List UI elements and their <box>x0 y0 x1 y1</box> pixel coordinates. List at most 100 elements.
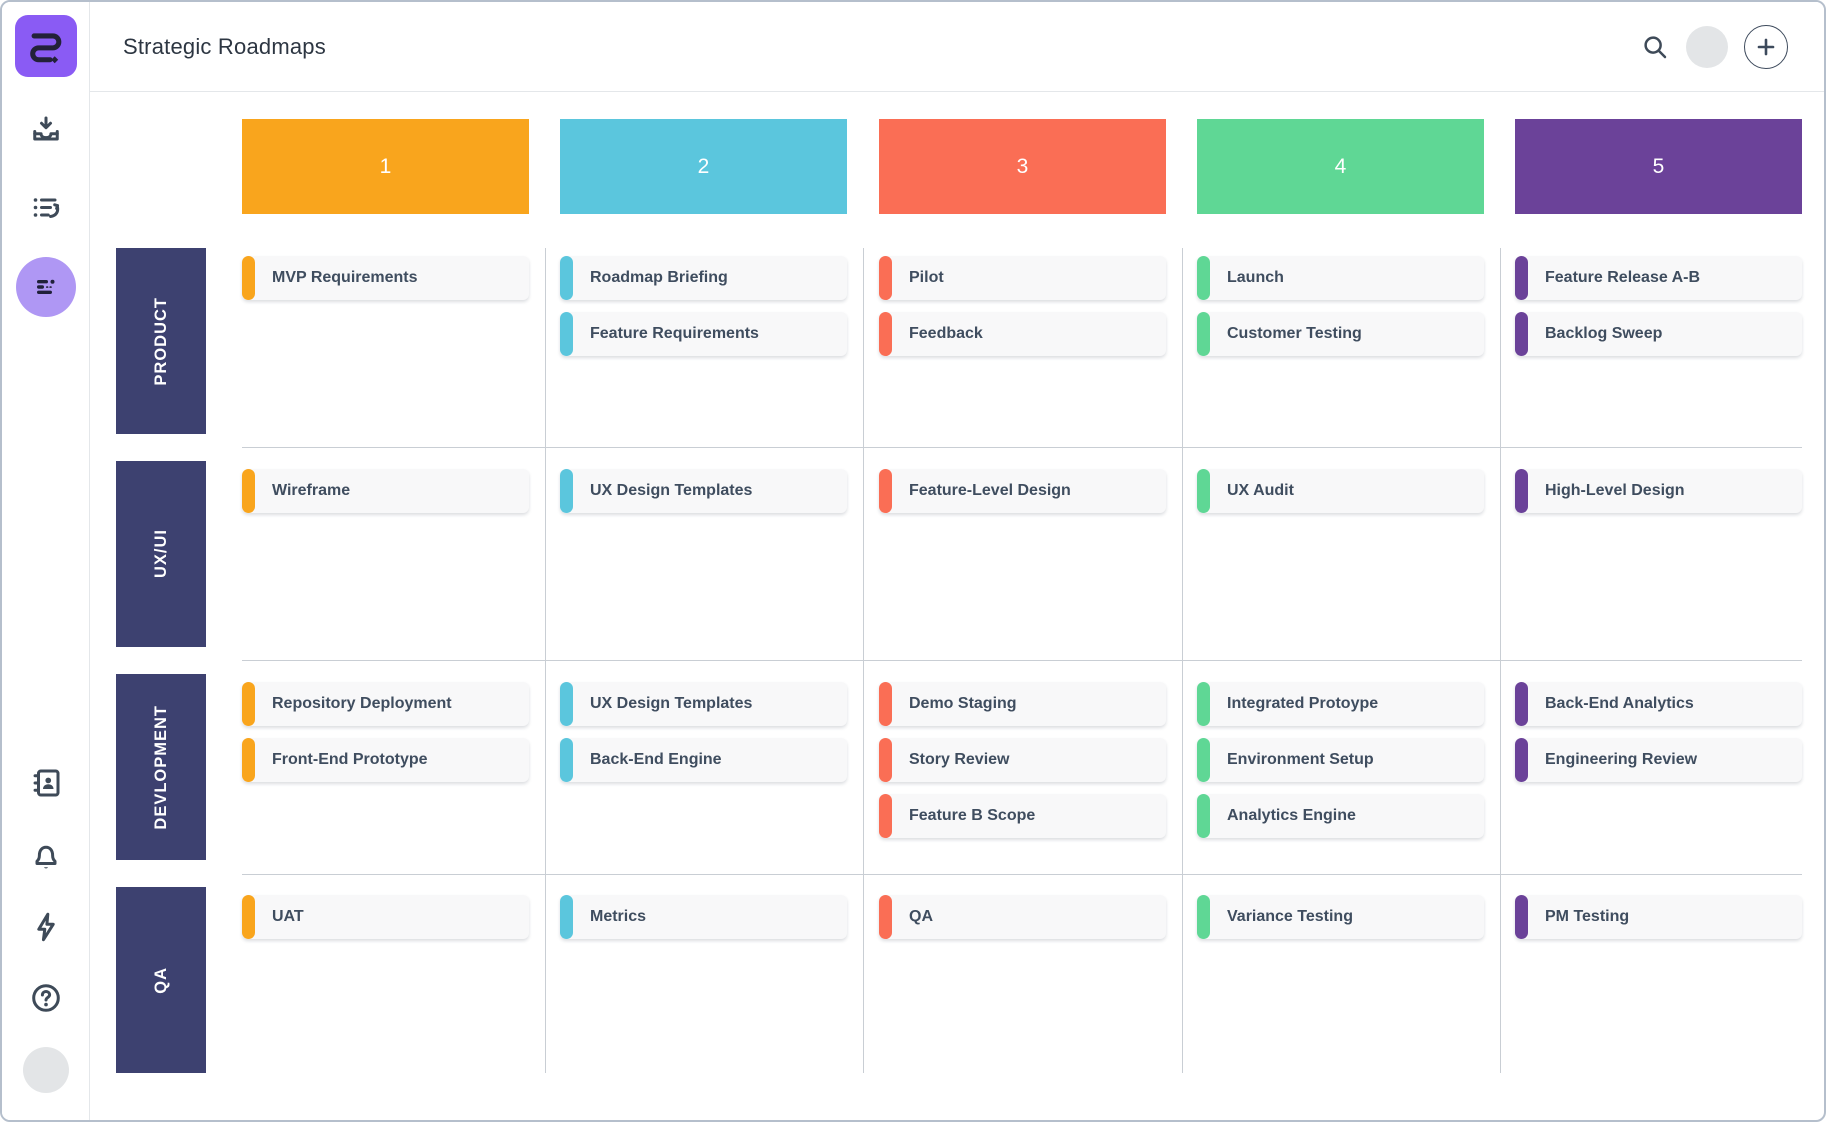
search-icon <box>1640 32 1670 62</box>
board-cell: UX Design Templates <box>560 461 847 647</box>
card-color-bar <box>879 895 892 939</box>
sidebar-item-roadmaps-active[interactable] <box>15 257 76 317</box>
card-label: Analytics Engine <box>1227 807 1356 824</box>
board-cell: UX Audit <box>1197 461 1484 647</box>
roadmap-card[interactable]: Wireframe <box>242 469 529 513</box>
row-divider <box>242 874 1802 875</box>
roadmap-card[interactable]: Demo Staging <box>879 682 1166 726</box>
roadmap-card[interactable]: Roadmap Briefing <box>560 256 847 300</box>
add-button[interactable] <box>1744 24 1788 69</box>
card-color-bar <box>1515 312 1528 356</box>
bell-icon <box>28 838 64 874</box>
row-label-uxui[interactable]: UX/UI <box>116 461 206 647</box>
sidebar-item-help[interactable] <box>28 980 64 1016</box>
card-label: Customer Testing <box>1227 325 1362 342</box>
card-label: UAT <box>272 908 304 925</box>
roadmap-card[interactable]: Feature B Scope <box>879 794 1166 838</box>
row-divider <box>242 660 1802 661</box>
card-color-bar <box>242 895 255 939</box>
roadmap-card[interactable]: Analytics Engine <box>1197 794 1484 838</box>
roadmap-card[interactable]: UX Audit <box>1197 469 1484 513</box>
header-avatar[interactable] <box>1686 25 1728 68</box>
roadmap-card[interactable]: Front-End Prototype <box>242 738 529 782</box>
roadmap-card[interactable]: UX Design Templates <box>560 469 847 513</box>
sidebar-item-backlog[interactable] <box>28 191 64 227</box>
card-label: Integrated Protoype <box>1227 695 1379 712</box>
card-color-bar <box>242 738 255 782</box>
card-label: Back-End Engine <box>590 751 722 768</box>
card-color-bar <box>1197 469 1210 513</box>
roadmap-card[interactable]: Back-End Engine <box>560 738 847 782</box>
card-color-bar <box>560 895 573 939</box>
card-label: Metrics <box>590 908 647 925</box>
board-cell: Metrics <box>560 887 847 1073</box>
roadmap-card[interactable]: Customer Testing <box>1197 312 1484 356</box>
column-header-5[interactable]: 5 <box>1515 119 1802 214</box>
card-label: Front-End Prototype <box>272 751 428 768</box>
card-label: Back-End Analytics <box>1545 695 1694 712</box>
roadmap-card[interactable]: High-Level Design <box>1515 469 1802 513</box>
card-color-bar <box>1515 738 1528 782</box>
card-label: Demo Staging <box>909 695 1017 712</box>
card-color-bar <box>560 256 573 300</box>
roadmap-card[interactable]: Feedback <box>879 312 1166 356</box>
row-label-product[interactable]: PRODUCT <box>116 248 206 434</box>
row-label-development[interactable]: DEVLOPMENT <box>116 674 206 860</box>
card-color-bar <box>242 256 255 300</box>
sidebar-user-avatar[interactable] <box>22 1047 69 1093</box>
roadmap-card[interactable]: Metrics <box>560 895 847 939</box>
card-label: Feedback <box>909 325 983 342</box>
sidebar-item-notifications[interactable] <box>28 838 64 874</box>
card-color-bar <box>1515 895 1528 939</box>
roadmap-card[interactable]: Story Review <box>879 738 1166 782</box>
board-cell: PM Testing <box>1515 887 1802 1073</box>
header: Strategic Roadmaps <box>90 2 1824 92</box>
roadmap-card[interactable]: Feature Requirements <box>560 312 847 356</box>
app-logo[interactable] <box>14 15 77 77</box>
roadmap-card[interactable]: Variance Testing <box>1197 895 1484 939</box>
help-icon <box>28 980 64 1016</box>
search-button[interactable] <box>1640 32 1670 62</box>
roadmap-card[interactable]: Environment Setup <box>1197 738 1484 782</box>
roadmap-card[interactable]: UX Design Templates <box>560 682 847 726</box>
roadmap-card[interactable]: Pilot <box>879 256 1166 300</box>
sidebar-item-activity[interactable] <box>28 909 64 945</box>
roadmap-card[interactable]: Backlog Sweep <box>1515 312 1802 356</box>
roadmap-card[interactable]: Feature-Level Design <box>879 469 1166 513</box>
card-label: PM Testing <box>1545 908 1630 925</box>
roadmap-card[interactable]: PM Testing <box>1515 895 1802 939</box>
column-header-4[interactable]: 4 <box>1197 119 1484 214</box>
column-header-2[interactable]: 2 <box>560 119 847 214</box>
board-cell: Feature-Level Design <box>879 461 1166 647</box>
roadmap-card[interactable]: Launch <box>1197 256 1484 300</box>
row-label-qa[interactable]: QA <box>116 887 206 1073</box>
board-cell: Roadmap Briefing Feature Requirements <box>560 248 847 434</box>
board-cell: UX Design Templates Back-End Engine <box>560 674 847 860</box>
sidebar-item-contacts[interactable] <box>28 765 64 801</box>
card-label: Repository Deployment <box>272 695 452 712</box>
card-color-bar <box>242 469 255 513</box>
card-label: Roadmap Briefing <box>590 269 728 286</box>
card-label: UX Design Templates <box>590 695 753 712</box>
card-label: Pilot <box>909 269 944 286</box>
card-label: Feature-Level Design <box>909 482 1071 499</box>
column-header-3[interactable]: 3 <box>879 119 1166 214</box>
roadmap-card[interactable]: Integrated Protoype <box>1197 682 1484 726</box>
backlog-list-icon <box>28 191 64 227</box>
column-header-1[interactable]: 1 <box>242 119 529 214</box>
roadmap-card[interactable]: Engineering Review <box>1515 738 1802 782</box>
roadmap-card[interactable]: Back-End Analytics <box>1515 682 1802 726</box>
card-color-bar <box>1197 794 1210 838</box>
card-color-bar <box>560 738 573 782</box>
card-color-bar <box>1197 256 1210 300</box>
roadmap-card[interactable]: UAT <box>242 895 529 939</box>
card-color-bar <box>1197 312 1210 356</box>
roadmap-card[interactable]: MVP Requirements <box>242 256 529 300</box>
sidebar-item-inbox[interactable] <box>28 112 64 148</box>
card-label: Environment Setup <box>1227 751 1374 768</box>
roadmap-card[interactable]: QA <box>879 895 1166 939</box>
roadmap-card[interactable]: Feature Release A-B <box>1515 256 1802 300</box>
card-color-bar <box>879 256 892 300</box>
lightning-icon <box>28 909 64 945</box>
roadmap-card[interactable]: Repository Deployment <box>242 682 529 726</box>
